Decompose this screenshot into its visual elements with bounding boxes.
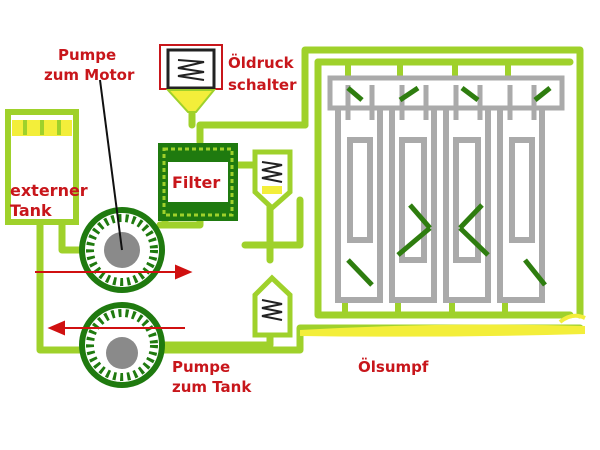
- cylinder-4: [497, 110, 545, 303]
- gear-pump-lower-icon: [106, 337, 138, 369]
- spray-1: [346, 86, 364, 102]
- oil-sump-label: Ölsumpf: [358, 357, 429, 376]
- spring-valve-icon: [261, 161, 283, 183]
- oil-pressure-switch: [159, 44, 223, 113]
- pump-to-motor: [79, 79, 165, 293]
- oil-sump: [300, 313, 586, 337]
- spring-valve-lower-icon: [261, 299, 283, 321]
- conrod-4: [523, 258, 547, 287]
- conrod-3: [458, 203, 484, 230]
- pump-to-motor-label-line2: zum Motor: [44, 66, 135, 84]
- external-tank-label-line1: externer: [10, 181, 88, 200]
- conrod-1: [346, 258, 374, 287]
- spray-3: [460, 86, 480, 102]
- cylinder-3: [443, 110, 491, 303]
- spray-2: [398, 85, 420, 103]
- conrod-2: [408, 203, 432, 230]
- pump-to-tank-label-line1: Pumpe: [172, 358, 230, 376]
- filter-label: Filter: [172, 173, 220, 192]
- pump-to-tank-label-line2: zum Tank: [172, 378, 252, 396]
- labels: Pumpe zum Motor Öldruck schalter Pumpe z…: [44, 46, 429, 396]
- oil-pressure-switch-label-line2: schalter: [228, 76, 297, 94]
- oil-filter: Filter: [158, 143, 238, 221]
- spray-4: [533, 86, 552, 102]
- relief-valve-upper: [252, 149, 293, 212]
- engine-block: [327, 75, 565, 303]
- spring-switch-icon: [177, 59, 205, 81]
- cylinder-2: [389, 110, 437, 303]
- pump-to-motor-label-line1: Pumpe: [58, 46, 116, 64]
- oil-pressure-switch-label-line1: Öldruck: [228, 53, 295, 72]
- relief-valve-lower: [252, 274, 293, 338]
- pump-to-tank: [79, 302, 165, 388]
- flow-arrows: [35, 264, 193, 336]
- conrod-3b: [458, 226, 490, 257]
- conrod-2b: [396, 226, 432, 257]
- external-tank-label-line2: Tank: [10, 201, 52, 220]
- external-tank: externer Tank: [5, 109, 88, 225]
- cylinder-1: [335, 110, 383, 303]
